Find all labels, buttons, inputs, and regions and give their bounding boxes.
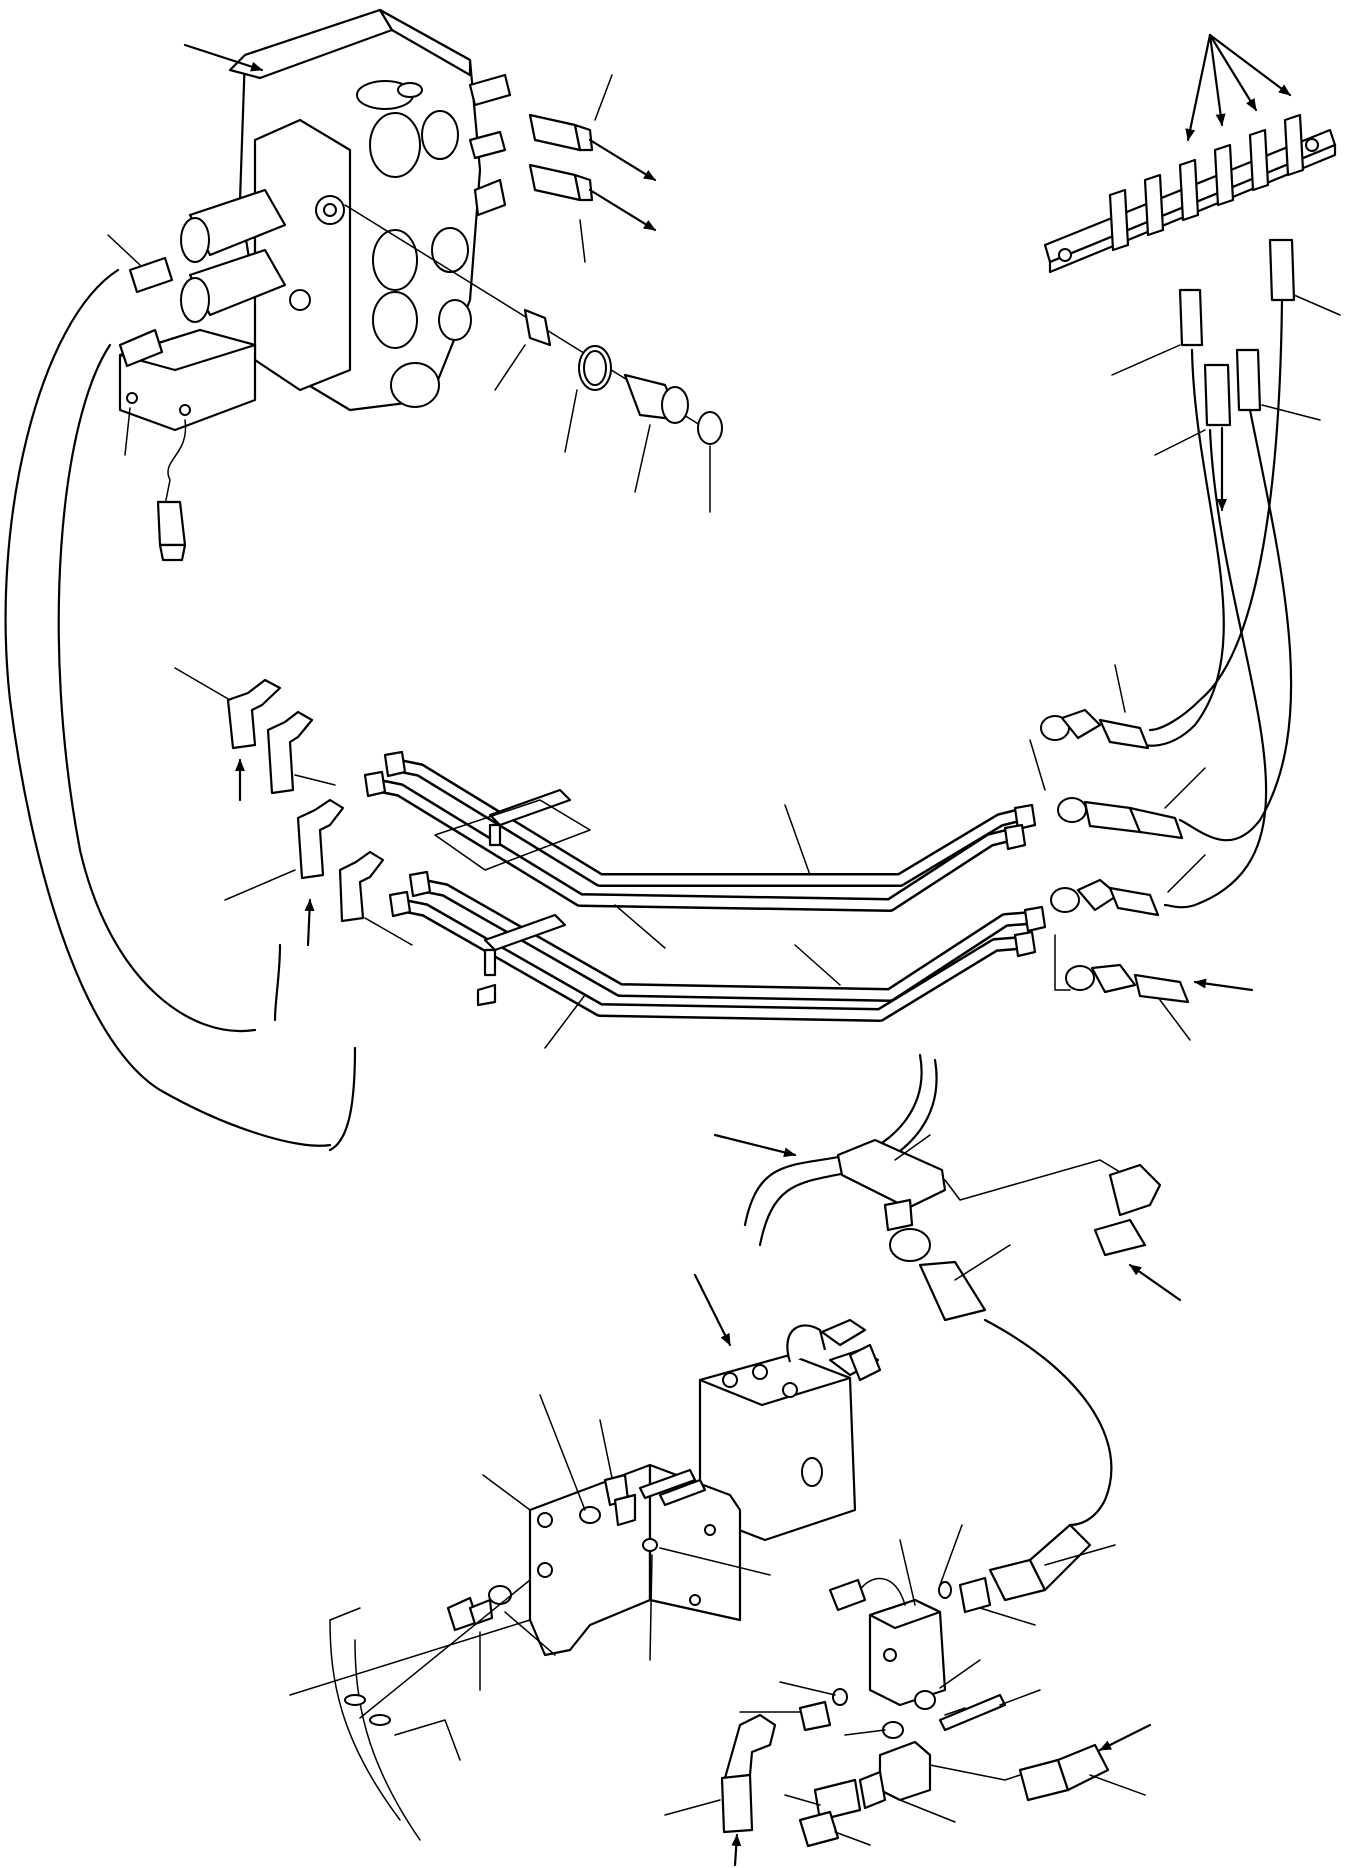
solenoid-block-bracket: [289, 1273, 882, 1841]
control-valve-pointer: [183, 43, 264, 72]
solenoid-valve: [118, 328, 257, 562]
check-valve-fittings: [664, 1523, 1152, 1867]
return-line-tee: [713, 1053, 1182, 1527]
left-elbow-fittings: [174, 667, 413, 947]
plug-oring-adapter: [344, 204, 723, 513]
steel-tube-assembly: [363, 750, 1047, 1049]
right-hose-ends: [1029, 664, 1254, 1041]
left-hose-connectors: [107, 234, 174, 456]
valve-outlet-fittings: [528, 74, 657, 263]
control-valve-assembly: [118, 8, 512, 562]
manifold-studs: [1108, 113, 1305, 252]
pilot-manifold-plate: [1043, 33, 1341, 512]
